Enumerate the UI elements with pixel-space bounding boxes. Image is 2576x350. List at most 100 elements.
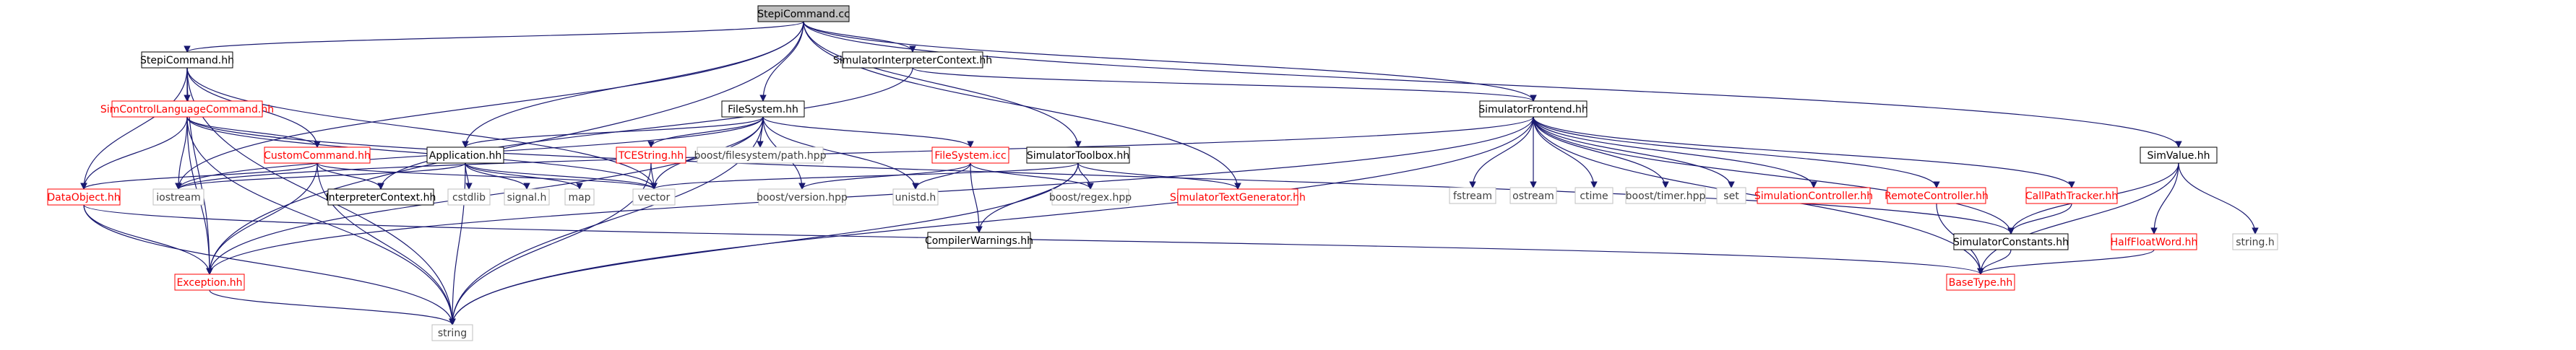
node-simcontrollanguagecommand-hh[interactable]: SimControlLanguageCommand.hh <box>100 100 274 118</box>
edge-customcommand-hh-to-interpretercontext-hh <box>316 162 384 190</box>
node-compilerwarnings-hh[interactable]: CompilerWarnings.hh <box>925 232 1033 249</box>
node-fstream: fstream <box>1449 187 1496 204</box>
node-label: set <box>1723 191 1739 202</box>
node-box <box>1026 146 1130 164</box>
node-box <box>431 324 473 341</box>
dependency-edges <box>80 21 2259 325</box>
node-label: Exception.hh <box>176 277 242 289</box>
node-box <box>927 232 1031 249</box>
edge-application-hh-to-iostream <box>175 162 466 190</box>
edge-dataobject-hh-to-basetype-hh <box>83 204 1984 275</box>
edge-stepicommand-hh-to-exception-hh <box>186 67 213 275</box>
node-simvalue-hh[interactable]: SimValue.hh <box>2140 146 2218 164</box>
edge-customcommand-hh-to-dataobject-hh <box>80 162 318 190</box>
node-customcommand-hh[interactable]: CustomCommand.hh <box>264 146 371 164</box>
node-box <box>1177 188 1298 206</box>
node-dataobject-hh[interactable]: DataObject.hh <box>47 188 121 206</box>
node-box <box>1757 187 1871 204</box>
edge-exception-hh-to-string <box>209 289 456 325</box>
node-label: vector <box>638 192 671 204</box>
node-set: set <box>1716 187 1746 204</box>
node-stepicommand-cc[interactable]: StepiCommand.cc <box>757 5 850 22</box>
node-label: SimulatorFrontend.hh <box>1478 104 1588 115</box>
edge-simulatorfrontend-hh-to-ctime <box>1533 116 1598 188</box>
node-box <box>892 188 939 206</box>
node-boost-filesystem-path-hpp: boost/filesystem/path.hpp <box>694 146 827 164</box>
edge-simcontrollanguagecommand-hh-to-customcommand-hh <box>186 116 321 148</box>
node-interpretercontext-hh[interactable]: InterpreterContext.hh <box>326 188 436 206</box>
node-label: CustomCommand.hh <box>264 150 371 162</box>
node-simulatorinterpretercontext-hh[interactable]: SimulatorInterpreterContext.hh <box>833 51 992 69</box>
node-box <box>47 188 121 206</box>
node-label: SimControlLanguageCommand.hh <box>100 104 274 115</box>
edge-customcommand-hh-to-exception-hh <box>206 162 318 275</box>
edge-simulatorfrontend-hh-to-exception-hh <box>206 116 1534 275</box>
edge-stepicommand-cc-to-simulatorinterpretercontext-hh <box>803 21 916 53</box>
node-label: CompilerWarnings.hh <box>925 235 1033 247</box>
edge-filesystem-hh-to-tcestring-hh <box>647 116 764 148</box>
edge-simulatorfrontend-hh-to-iostream <box>175 116 1534 190</box>
edge-filesystem-hh-to-unistd-h <box>762 116 919 190</box>
node-basetype-hh[interactable]: BaseType.hh <box>1946 274 2015 291</box>
edge-customcommand-hh-to-vector <box>316 162 658 190</box>
node-label: iostream <box>156 192 201 204</box>
node-simulatorfrontend-hh[interactable]: SimulatorFrontend.hh <box>1478 100 1588 118</box>
node-callpathtracker-hh[interactable]: CallPathTracker.hh <box>2025 187 2118 204</box>
edge-filesystem-icc-to-boost-version-hpp <box>798 162 971 190</box>
node-halffloatword-hh[interactable]: HalfFloatWord.hh <box>2111 233 2198 250</box>
node-tcestring-hh[interactable]: TCEString.hh <box>616 146 686 164</box>
node-simulationcontroller-hh[interactable]: SimulationController.hh <box>1754 187 1873 204</box>
edge-simulatorinterpretercontext-hh-to-simulatorfrontend-hh <box>912 67 1537 102</box>
edge-stepicommand-hh-to-vector <box>186 67 658 190</box>
node-box <box>2232 233 2278 250</box>
edge-customcommand-hh-to-string <box>316 162 456 325</box>
node-label: fstream <box>1453 191 1492 202</box>
node-label: cstdlib <box>452 192 486 204</box>
node-label: BaseType.hh <box>1949 277 2012 289</box>
node-label: FileSystem.icc <box>934 150 1006 162</box>
node-exception-hh[interactable]: Exception.hh <box>174 274 245 291</box>
edge-filesystem-icc-to-boost-regex-hpp <box>970 162 1094 190</box>
node-application-hh[interactable]: Application.hh <box>426 146 504 164</box>
edge-tcestring-hh-to-string <box>449 162 652 325</box>
node-stepicommand-hh[interactable]: StepiCommand.hh <box>140 51 234 69</box>
node-box <box>141 51 233 69</box>
node-label: string <box>438 328 467 339</box>
edge-filesystem-icc-to-unistd-h <box>912 162 971 190</box>
node-box <box>616 146 686 164</box>
edge-stepicommand-cc-to-stepicommand-hh <box>184 21 804 53</box>
node-label: StepiCommand.cc <box>757 9 850 20</box>
node-box <box>842 51 983 69</box>
edge-stepicommand-cc-to-filesystem-hh <box>759 21 804 102</box>
edge-filesystem-hh-to-filesystem-icc <box>762 116 974 148</box>
node-simulatorconstants-hh[interactable]: SimulatorConstants.hh <box>1953 233 2069 250</box>
edge-stepicommand-cc-to-simulatortextgenerator-hh <box>803 21 1241 190</box>
edge-simulatorfrontend-hh-to-simulationcontroller-hh <box>1533 116 1817 188</box>
node-filesystem-icc[interactable]: FileSystem.icc <box>931 146 1009 164</box>
node-simulatortextgenerator-hh[interactable]: SimulatorTextGenerator.hh <box>1170 188 1306 206</box>
node-boost-regex-hpp: boost/regex.hpp <box>1049 188 1132 206</box>
node-label: SimulatorConstants.hh <box>1953 237 2069 248</box>
edge-stepicommand-hh-to-dataobject-hh <box>80 67 188 190</box>
edge-stepicommand-cc-to-simulatorfrontend-hh <box>803 21 1537 102</box>
node-boost-timer-hpp: boost/timer.hpp <box>1625 187 1706 204</box>
node-label: boost/version.hpp <box>757 192 848 204</box>
edge-application-hh-to-vector <box>465 162 658 190</box>
edge-simulatortoolbox-hh-to-simulatortextgenerator-hh <box>1077 162 1241 190</box>
node-simulatortoolbox-hh[interactable]: SimulatorToolbox.hh <box>1026 146 1130 164</box>
edge-simulatortoolbox-hh-to-boost-regex-hpp <box>1077 162 1094 190</box>
node-remotecontroller-hh[interactable]: RemoteController.hh <box>1884 187 1989 204</box>
edge-stepicommand-cc-to-iostream <box>175 21 804 190</box>
node-label: boost/regex.hpp <box>1049 192 1132 204</box>
edge-halffloatword-hh-to-basetype-hh <box>1977 249 2155 275</box>
node-box <box>757 5 850 22</box>
node-label: boost/timer.hpp <box>1626 191 1706 202</box>
edge-simulatorconstants-hh-to-basetype-hh <box>1977 249 2012 275</box>
node-label: SimulationController.hh <box>1754 191 1873 202</box>
node-box <box>1887 187 1986 204</box>
node-box <box>758 188 846 206</box>
node-unistd-h: unistd.h <box>892 188 939 206</box>
edge-simcontrollanguagecommand-hh-to-vector <box>186 116 658 190</box>
node-filesystem-hh[interactable]: FileSystem.hh <box>721 100 805 118</box>
